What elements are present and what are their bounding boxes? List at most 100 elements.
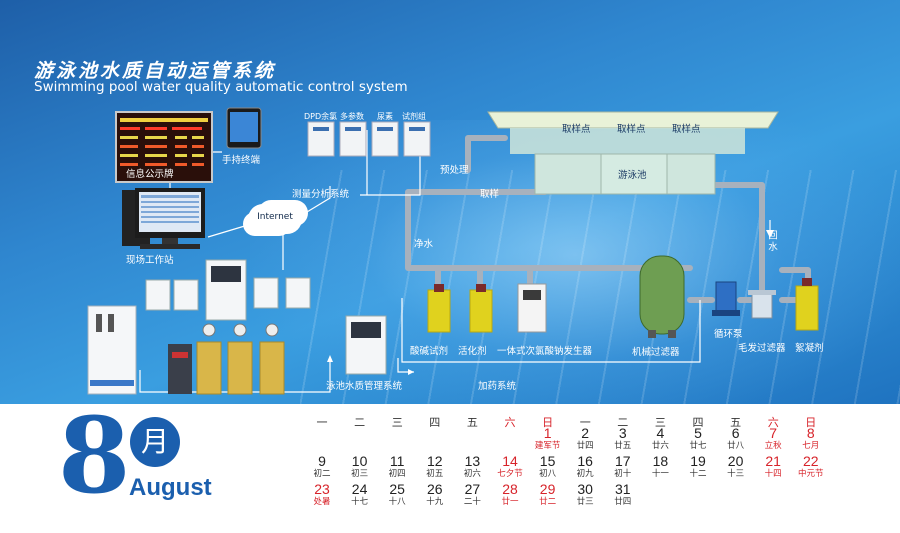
dosing-bracket bbox=[401, 298, 701, 363]
hair-filter bbox=[748, 290, 776, 319]
workstation-internet-line bbox=[207, 224, 249, 238]
day-number: 23 bbox=[314, 481, 330, 497]
day-number: 19 bbox=[690, 453, 706, 469]
mgmt-arrow-head bbox=[327, 355, 333, 362]
day-number: 4 bbox=[656, 425, 665, 441]
return-water-label: 回水 bbox=[766, 230, 777, 253]
month-chinese-badge: 月 bbox=[130, 417, 180, 467]
sample-point-2-label: 取样点 bbox=[617, 124, 646, 135]
lunar-label: 建军节 bbox=[534, 441, 561, 451]
lunar-label: 七夕节 bbox=[497, 469, 523, 479]
lunar-label: 十四 bbox=[764, 469, 782, 479]
lunar-label: 初五 bbox=[426, 469, 444, 479]
lunar-label: 初二 bbox=[313, 469, 331, 479]
day-number: 26 bbox=[427, 481, 443, 497]
multi-param-label: 多参数 bbox=[340, 112, 364, 121]
lunar-label: 廿七 bbox=[689, 441, 707, 451]
day-number: 27 bbox=[464, 481, 481, 497]
day-number: 28 bbox=[502, 481, 518, 497]
mech-filter-label: 机械过滤器 bbox=[632, 347, 680, 358]
day-number: 8 bbox=[806, 425, 815, 441]
day-number: 3 bbox=[618, 425, 627, 441]
acid-base-label: 酸碱试剂 bbox=[410, 346, 449, 357]
measure-analyzers bbox=[307, 121, 431, 157]
day-number: 5 bbox=[694, 425, 702, 441]
title-english: Swimming pool water quality automatic co… bbox=[34, 79, 408, 95]
weekday-header: 一 bbox=[579, 416, 591, 429]
weekday-header: 日 bbox=[805, 416, 817, 429]
internet-measure-line bbox=[301, 186, 331, 216]
weekday-header: 一 bbox=[316, 416, 328, 429]
lunar-label: 廿四 bbox=[614, 497, 632, 507]
day-number: 15 bbox=[539, 453, 556, 469]
day-number: 25 bbox=[389, 481, 405, 497]
workstation-computer bbox=[122, 188, 205, 249]
lunar-label: 十三 bbox=[727, 469, 745, 479]
measure-system-label: 测量分析系统 bbox=[292, 189, 350, 200]
lunar-label: 廿五 bbox=[614, 441, 632, 451]
lunar-label: 十九 bbox=[426, 497, 444, 507]
lunar-label: 初四 bbox=[388, 469, 406, 479]
weekday-header: 六 bbox=[504, 416, 516, 429]
hypo-generator-label: 一体式次氯酸钠发生器 bbox=[497, 346, 593, 357]
weekday-header: 三 bbox=[654, 416, 666, 429]
sample-point-1-label: 取样点 bbox=[562, 124, 591, 135]
dosing-tanks bbox=[427, 278, 819, 333]
lunar-label: 廿一 bbox=[501, 497, 519, 507]
reagent-label: 试剂组 bbox=[402, 112, 426, 121]
day-number: 6 bbox=[731, 425, 740, 441]
lunar-label: 处暑 bbox=[313, 497, 331, 507]
info-board-label: 信息公示牌 bbox=[126, 169, 174, 180]
measure-bracket bbox=[360, 130, 421, 196]
generator-equipment bbox=[87, 305, 285, 395]
lunar-label: 中元节 bbox=[798, 469, 824, 479]
weekday-header: 四 bbox=[692, 416, 704, 429]
info-board bbox=[115, 111, 213, 183]
weekday-header: 六 bbox=[767, 416, 779, 429]
lunar-label: 初十 bbox=[614, 469, 632, 479]
weekday-header: 四 bbox=[429, 416, 441, 429]
weekday-header: 五 bbox=[730, 416, 742, 429]
lunar-label: 十一 bbox=[651, 469, 669, 479]
dosing-system-label: 加药系统 bbox=[478, 381, 517, 392]
lunar-label: 廿三 bbox=[576, 497, 594, 507]
day-number: 20 bbox=[727, 453, 744, 469]
control-cabinets bbox=[145, 259, 387, 375]
month-english: August bbox=[129, 474, 212, 501]
day-number: 24 bbox=[351, 481, 368, 497]
dpd-label: DPD余氯 bbox=[304, 112, 338, 121]
lunar-label: 初六 bbox=[463, 469, 481, 479]
